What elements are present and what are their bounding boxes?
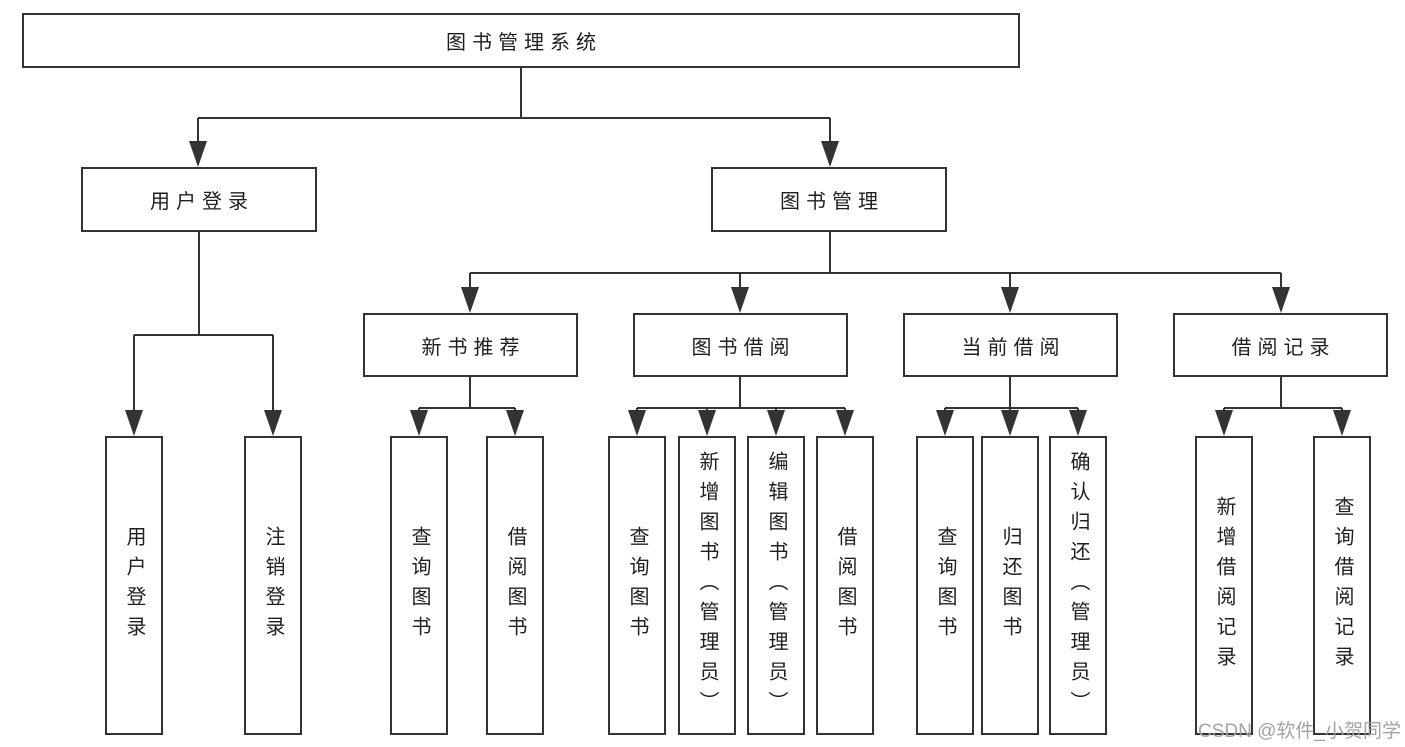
leaf-add-book-admin: 新增图书（管理员）: [678, 436, 736, 735]
leaf-confirm-return-admin: 确认归还（管理员）: [1049, 436, 1107, 735]
leaf-logout: 注销登录: [244, 436, 302, 735]
leaf-return-books: 归还图书: [981, 436, 1039, 735]
node-book-borrowing: 图书借阅: [633, 313, 848, 377]
leaf-newbook-borrow-books: 借阅图书: [486, 436, 544, 735]
leaf-current-query-books: 查询图书: [916, 436, 974, 735]
leaf-user-login: 用户登录: [105, 436, 163, 735]
leaf-borrow-query-books: 查询图书: [608, 436, 666, 735]
leaf-edit-book-admin: 编辑图书（管理员）: [747, 436, 805, 735]
node-root: 图书管理系统: [22, 13, 1020, 68]
node-book-management: 图书管理: [711, 167, 947, 232]
leaf-add-borrow-record: 新增借阅记录: [1195, 436, 1253, 735]
leaf-borrow-books: 借阅图书: [816, 436, 874, 735]
watermark: CSDN @软件_小贺同学: [1198, 721, 1401, 742]
node-user-login: 用户登录: [81, 167, 317, 232]
leaf-newbook-query-books: 查询图书: [390, 436, 448, 735]
node-borrowing-records: 借阅记录: [1173, 313, 1388, 377]
node-current-borrowing: 当前借阅: [903, 313, 1118, 377]
node-new-book-recommend: 新书推荐: [363, 313, 578, 377]
leaf-query-borrow-record: 查询借阅记录: [1313, 436, 1371, 735]
